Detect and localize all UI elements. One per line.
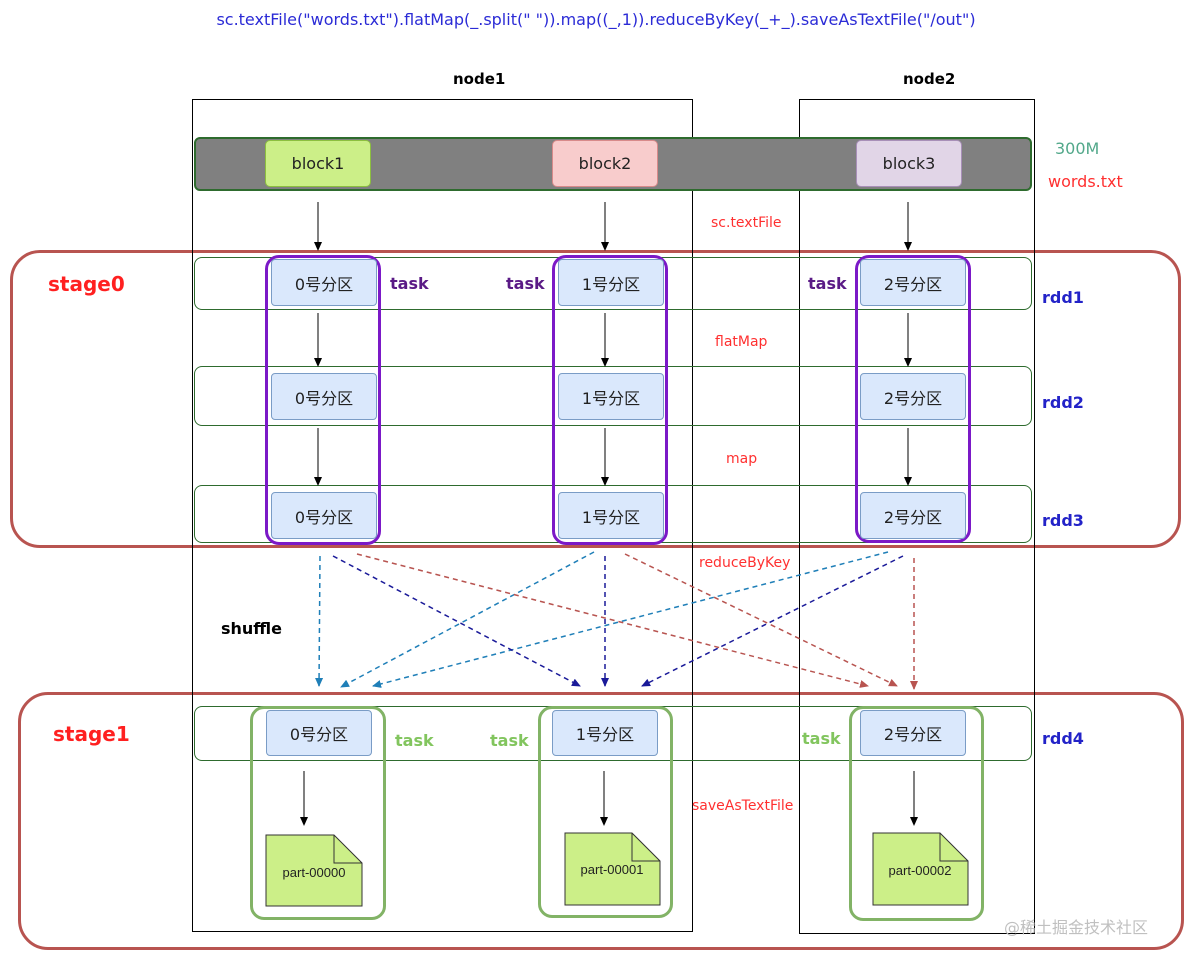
file-name-label: words.txt xyxy=(1048,172,1123,191)
stage1-task-label-2: task xyxy=(802,729,841,748)
op-reducebykey-label: reduceByKey xyxy=(699,555,791,571)
stage0-task-box-0 xyxy=(265,255,381,545)
output-file-2-label: part-00002 xyxy=(889,863,952,878)
rdd2-partition-0: 0号分区 xyxy=(271,373,377,420)
rdd1-partition-0: 0号分区 xyxy=(271,259,377,306)
watermark: @稀土掘金技术社区 xyxy=(1004,918,1149,937)
output-file-0-icon xyxy=(265,834,363,907)
node2-label: node2 xyxy=(903,70,956,88)
rdd1-partition-2: 2号分区 xyxy=(860,259,966,306)
block2: block2 xyxy=(552,140,658,187)
rdd3-partition-1: 1号分区 xyxy=(558,492,664,539)
output-file-2-icon xyxy=(872,832,969,906)
rdd2-label: rdd2 xyxy=(1042,393,1084,412)
block3: block3 xyxy=(856,140,962,187)
op-textfile-label: sc.textFile xyxy=(711,215,782,231)
rdd1-partition-1: 1号分区 xyxy=(558,259,664,306)
stage1-task-box-2 xyxy=(849,706,984,921)
stage0-task-box-1 xyxy=(552,255,668,545)
rdd1-label: rdd1 xyxy=(1042,288,1084,307)
rdd2-partition-1: 1号分区 xyxy=(558,373,664,420)
rdd3-label: rdd3 xyxy=(1042,511,1084,530)
file-size-label: 300M xyxy=(1055,139,1100,158)
op-map-label: map xyxy=(726,451,758,467)
stage1-task-label-0: task xyxy=(395,731,434,750)
spark-code-line: sc.textFile("words.txt").flatMap(_.split… xyxy=(216,10,976,29)
shuffle-arrow-1-to-0 xyxy=(340,551,595,688)
stage0-task-label-1: task xyxy=(506,274,545,293)
block1: block1 xyxy=(265,140,371,187)
shuffle-arrow-0-to-2 xyxy=(356,553,869,688)
stage1-label: stage1 xyxy=(53,722,130,746)
stage0-task-box-2 xyxy=(855,255,971,543)
rdd3-partition-2: 2号分区 xyxy=(860,492,966,539)
rdd4-partition-2: 2号分区 xyxy=(860,710,966,756)
stage1-task-label-1: task xyxy=(490,731,529,750)
op-flatmap-label: flatMap xyxy=(715,334,768,350)
rdd4-partition-0: 0号分区 xyxy=(266,710,372,756)
output-file-1-label: part-00001 xyxy=(581,862,644,877)
shuffle-arrow-1-to-2 xyxy=(624,553,898,687)
node2-box xyxy=(799,99,1035,934)
node1-box xyxy=(192,99,693,932)
stage1-box xyxy=(18,692,1184,950)
stage0-label: stage0 xyxy=(48,272,125,296)
stage0-box xyxy=(10,250,1181,548)
stage0-task-label-0: task xyxy=(390,274,429,293)
rdd3-partition-0: 0号分区 xyxy=(271,492,377,539)
shuffle-arrow-0-to-1 xyxy=(332,555,581,687)
output-file-0-label: part-00000 xyxy=(283,865,346,880)
stage0-task-label-2: task xyxy=(808,274,847,293)
op-saveastextfile-label: saveAsTextFile xyxy=(692,798,794,814)
rdd4-partition-1: 1号分区 xyxy=(552,710,658,756)
rdd2-partition-2: 2号分区 xyxy=(860,373,966,420)
shuffle-arrow-0-to-0 xyxy=(315,555,324,687)
rdd2-row xyxy=(194,366,1032,426)
rdd4-label: rdd4 xyxy=(1042,729,1084,748)
shuffle-label: shuffle xyxy=(221,619,283,638)
shuffle-arrow-2-to-0 xyxy=(372,551,889,688)
node1-label: node1 xyxy=(453,70,506,88)
stage1-task-box-0 xyxy=(250,706,386,920)
output-file-1-icon xyxy=(564,832,661,906)
shuffle-arrow-2-to-1 xyxy=(641,555,904,687)
stage1-task-box-1 xyxy=(538,706,673,918)
